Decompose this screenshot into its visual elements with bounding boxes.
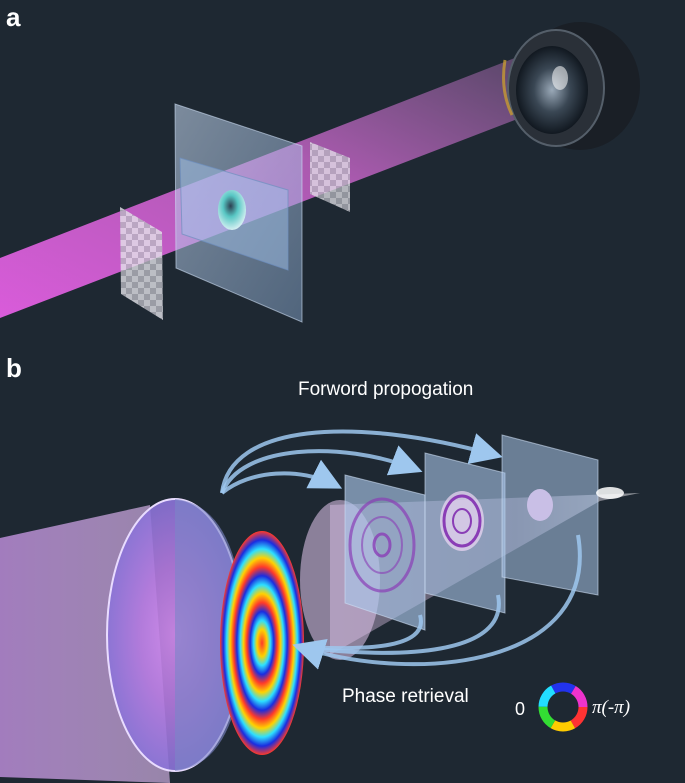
panel-b: b Forword propogation Phase retrieval 0 … — [0, 345, 685, 783]
phase-retrieval-label: Phase retrieval — [342, 686, 469, 708]
panel-a-illustration — [0, 0, 685, 340]
colorbar-max-label: π(-π) — [592, 697, 630, 719]
colorbar-min-label: 0 — [515, 699, 525, 720]
observation-plane-3 — [502, 435, 624, 595]
forward-propagation-label: Forword propogation — [298, 379, 473, 401]
observation-plane-2 — [425, 453, 505, 613]
phase-colorwheel-icon — [543, 687, 583, 727]
phase-object — [218, 190, 246, 230]
panel-b-illustration — [0, 345, 685, 783]
panel-a: a — [0, 0, 685, 340]
panel-label-a: a — [6, 2, 20, 33]
modulation-plate — [175, 104, 302, 322]
phase-pattern — [220, 531, 304, 755]
observation-plane-1 — [345, 475, 425, 630]
panel-label-b: b — [6, 353, 22, 384]
camera-icon — [504, 22, 640, 150]
